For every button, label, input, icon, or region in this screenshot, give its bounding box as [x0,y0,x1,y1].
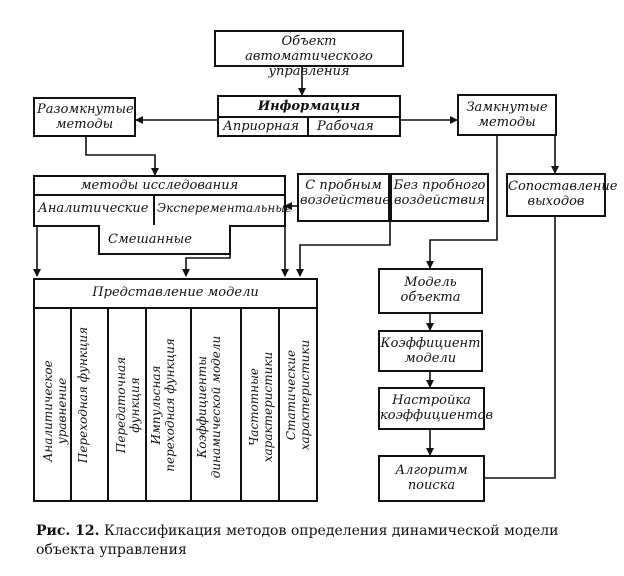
research-methods-title: методы исследования [80,178,239,193]
model-presentation-box: Представление модели Аналитическое уравн… [33,278,318,502]
model-presentation-title: Представление модели [92,285,259,300]
coef-tuning-label: Настройка коэффициентов [380,393,494,423]
compare-outputs-label: Сопоставление выходов [508,179,618,209]
open-methods-box: Разомкнутые методы [33,97,136,137]
object-model-box: Модель объекта [378,268,483,314]
mixed-box: Смешанные [98,225,231,255]
model-col-3: Импульсная переходная функция [149,338,177,472]
closed-methods-label: Замкнутые методы [466,100,548,130]
model-col-4: Коэффициенты динамической модели [195,335,223,479]
mixed-label: Смешанные [108,232,192,247]
model-col-1: Переходная функция [76,326,90,464]
analytic-label: Аналитические [38,201,149,216]
information-box: Информация Априорная Рабочая [217,95,401,137]
closed-methods-box: Замкнутые методы [457,94,557,136]
coef-tuning-box: Настройка коэффициентов [378,387,494,430]
info-working: Рабочая [317,119,374,134]
object-model-label: Модель объекта [400,275,461,305]
object-box: Объект автоматического управления [214,30,404,79]
without-probe-label: Без пробного воздействия [393,178,486,208]
model-col-6: Статические характеристики [284,339,312,451]
model-col-0: Аналитическое уравнение [41,360,69,462]
model-col-2: Передаточная функция [114,356,142,454]
object-label: Объект автоматического управления [245,34,373,79]
open-methods-label: Разомкнутые методы [37,102,134,132]
search-algo-label: Алгоритм поиска [395,463,468,493]
model-col-5: Частотные характеристики [247,351,275,463]
experimental-label: Эксперементальные [157,201,293,215]
information-title: Информация [257,99,361,114]
with-probe-box: С пробным воздействием [297,173,401,222]
model-coef-label: Коэффициент модели [380,336,481,366]
with-probe-label: С пробным воздействием [300,178,401,208]
compare-outputs-box: Сопоставление выходов [506,173,618,217]
caption-text: Классификация методов определения динами… [36,523,559,558]
without-probe-box: Без пробного воздействия [390,173,489,222]
info-a-priori: Априорная [223,119,299,134]
model-coef-box: Коэффициент модели [378,330,483,372]
figure-caption: Рис. 12. Классификация методов определен… [36,522,596,560]
search-algo-box: Алгоритм поиска [378,455,485,502]
caption-label: Рис. 12. [36,523,100,539]
research-methods-box: методы исследования Аналитические Экспер… [33,175,292,227]
